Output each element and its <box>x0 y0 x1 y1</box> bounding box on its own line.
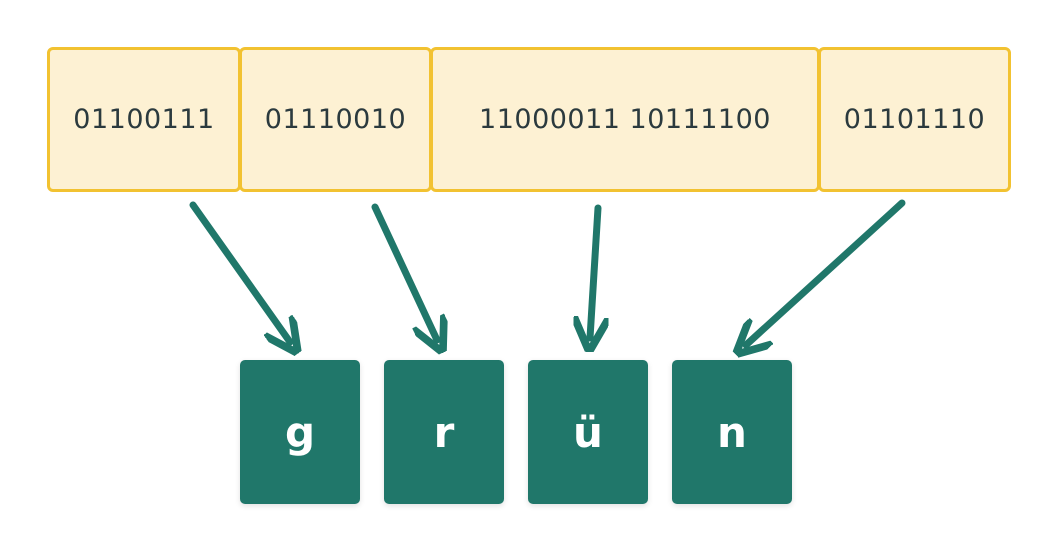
byte-label-4: 01101110 <box>843 104 986 135</box>
byte-box-4: 01101110 <box>818 47 1011 192</box>
char-box-r: r <box>384 360 504 504</box>
arrow-4 <box>746 199 906 345</box>
byte-box-2: 01110010 <box>239 47 432 192</box>
char-label-g: g <box>284 407 316 457</box>
char-label-n: n <box>717 407 747 457</box>
byte-label-3: 11000011 10111100 <box>479 104 771 135</box>
byte-label-1: 01100111 <box>73 104 215 135</box>
byte-box-3: 11000011 10111100 <box>430 47 820 192</box>
char-box-u-umlaut: ü <box>528 360 648 504</box>
char-label-r: r <box>433 407 455 457</box>
arrow-1 <box>189 201 290 342</box>
byte-label-2: 01110010 <box>264 104 407 135</box>
arrow-2 <box>371 203 437 340</box>
char-box-g: g <box>240 360 360 504</box>
char-label-u-umlaut: ü <box>573 407 603 457</box>
char-box-n: n <box>672 360 792 504</box>
arrow-3 <box>590 204 598 338</box>
byte-box-1: 01100111 <box>47 47 241 192</box>
